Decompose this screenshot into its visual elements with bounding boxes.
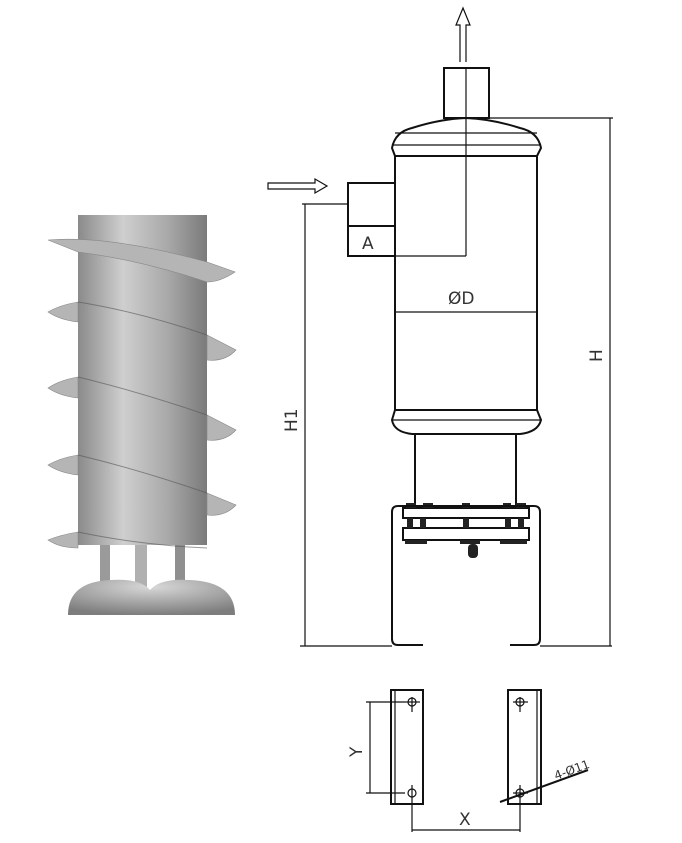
dim-h1-label: H1 (282, 408, 302, 432)
dim-y-label: Y (347, 746, 367, 758)
hole-callout-label: 4-Ø11 (552, 757, 591, 783)
outlet-arrow-icon (455, 6, 471, 62)
helix-render (47, 215, 237, 615)
dim-h-label: H (587, 349, 607, 362)
dim-x-label: X (459, 810, 471, 830)
bracket-bottom-view: Y X 4-Ø11 (347, 689, 592, 832)
dimensions: A ØD H1 H (282, 117, 613, 646)
inlet-arrow-icon (267, 177, 329, 195)
vessel-front-view (267, 6, 612, 647)
dim-diameter-label: ØD (448, 289, 474, 309)
dim-a-label: A (362, 234, 374, 254)
